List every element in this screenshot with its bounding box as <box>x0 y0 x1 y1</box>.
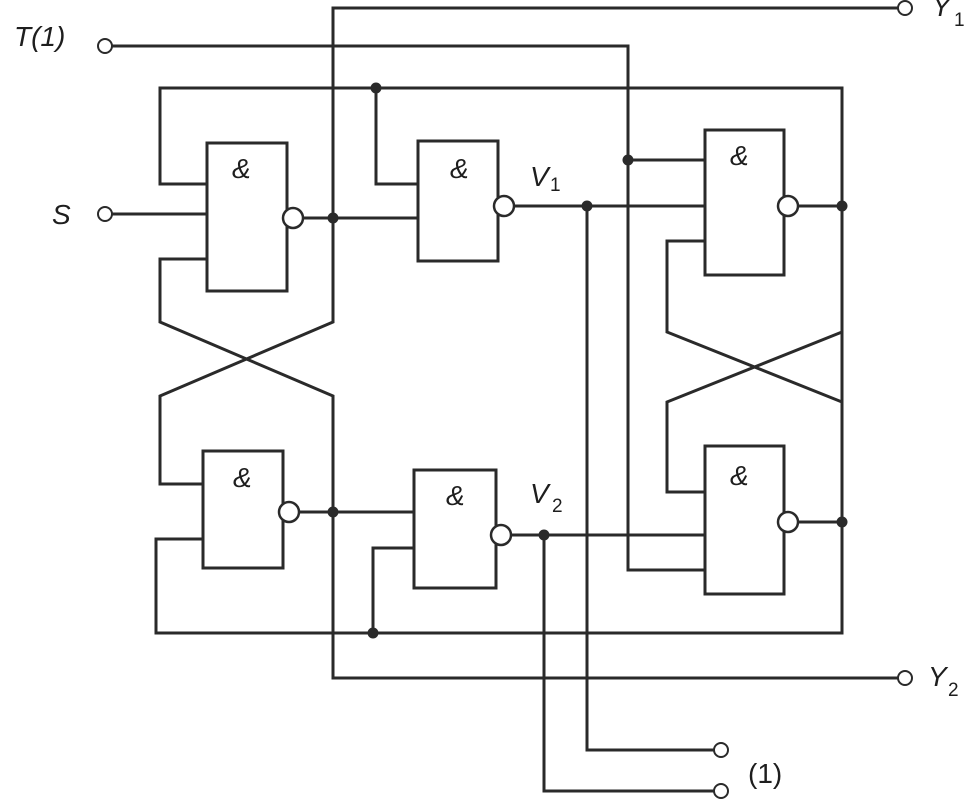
wire-bus-to-g2 <box>374 86 420 186</box>
wire-y2 <box>331 510 900 680</box>
gate-symbol: & <box>450 153 469 184</box>
terminal-const-upper <box>713 742 729 758</box>
gate-body <box>703 128 786 277</box>
wire-g1-cross <box>158 257 335 514</box>
nand-gate-4: & <box>412 468 513 590</box>
wire-v1-down <box>585 204 716 752</box>
wire-bottom-bus <box>154 520 844 635</box>
label-t-input: T(1) <box>14 21 65 52</box>
junction-dot <box>622 154 634 166</box>
gate-symbol: & <box>730 460 749 491</box>
nand-gate-5: & <box>703 128 800 277</box>
nand-gate-3: & <box>201 449 301 570</box>
wires <box>110 6 900 793</box>
junction-dot <box>836 516 848 528</box>
gate-symbol: & <box>232 153 251 184</box>
junction-dot <box>367 627 379 639</box>
inversion-bubble <box>776 194 800 218</box>
wire-bus-to-g4 <box>371 546 416 635</box>
label-y2-subscript: 2 <box>948 680 959 701</box>
junction-dot <box>538 529 550 541</box>
nand-gate-6: & <box>703 444 800 596</box>
gate-symbol: & <box>730 140 749 171</box>
terminal-y1 <box>897 0 913 16</box>
nand-gate-2: & <box>416 139 516 263</box>
gate-body <box>205 141 289 293</box>
junction-dot <box>327 212 339 224</box>
terminal-y2 <box>897 670 913 686</box>
junction-dot <box>836 200 848 212</box>
inversion-bubble <box>489 523 513 547</box>
nand-gate-1: & <box>205 141 305 293</box>
terminals <box>97 0 913 799</box>
junction-dot <box>581 200 593 212</box>
label-v1-subscript: 1 <box>550 175 561 196</box>
wire-y1 <box>331 6 900 220</box>
terminal-const-lower <box>713 783 729 799</box>
label-v2: V <box>530 478 551 509</box>
gate-body <box>412 468 498 590</box>
junction-dot <box>327 506 339 518</box>
gate-body <box>703 444 786 596</box>
junctions <box>327 82 848 639</box>
labels: T(1) S V 1 V 2 Y 1 Y 2 (1) <box>14 0 965 789</box>
label-s-input: S <box>52 199 71 230</box>
label-v2-subscript: 2 <box>552 496 563 517</box>
label-y1: Y <box>932 0 953 22</box>
gate-body <box>201 449 285 570</box>
wire-v2-down <box>542 533 716 793</box>
wire-g3-cross <box>158 216 335 486</box>
label-const-input: (1) <box>748 758 782 789</box>
terminal-s-input <box>97 206 113 222</box>
terminal-t-input <box>97 38 113 54</box>
wire-t-input <box>110 44 707 572</box>
label-y1-subscript: 1 <box>954 10 965 31</box>
inversion-bubble <box>776 510 800 534</box>
wire-g6-cross <box>665 204 844 494</box>
label-v1: V <box>530 161 551 192</box>
gate-body <box>416 139 500 263</box>
inversion-bubble <box>277 500 301 524</box>
junction-dot <box>370 82 382 94</box>
inversion-bubble <box>492 194 516 218</box>
gate-symbol: & <box>233 462 252 493</box>
label-y2: Y <box>928 661 949 692</box>
wire-g5-cross <box>665 239 844 524</box>
gate-symbol: & <box>446 480 465 511</box>
inversion-bubble <box>281 206 305 230</box>
